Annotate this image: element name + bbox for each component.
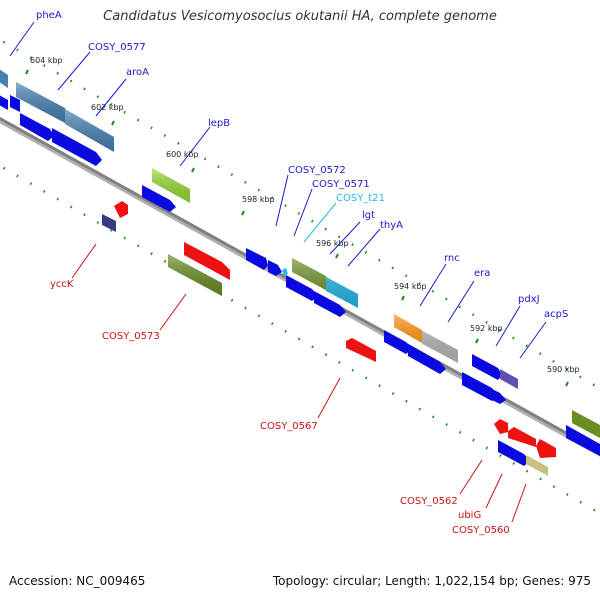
tick-label: 592 kbp: [470, 324, 503, 333]
cds-forward-arrow[interactable]: [408, 344, 446, 374]
label-connector: [179, 126, 211, 167]
cds-forward-arrow[interactable]: [246, 248, 268, 270]
label-connector: [519, 321, 547, 359]
tick-mark: [191, 167, 195, 173]
genome-summary-text: Topology: circular; Length: 1,022,154 bp…: [272, 574, 591, 588]
gene-label[interactable]: COSY_t21: [336, 193, 385, 204]
cds-forward-arrow[interactable]: [384, 330, 412, 354]
gene-feature[interactable]: [572, 410, 600, 438]
tick-label: 590 kbp: [547, 365, 580, 374]
label-connector: [495, 305, 521, 347]
label-connector: [447, 280, 475, 323]
cds-reverse-arrow[interactable]: [508, 427, 536, 447]
gene-feature[interactable]: [65, 109, 114, 152]
label-connector: [159, 293, 187, 331]
label-connector: [329, 221, 361, 255]
label-connector: [485, 473, 503, 509]
label-connector: [303, 202, 337, 243]
gene-feature[interactable]: [0, 63, 8, 88]
label-connector: [459, 459, 483, 495]
tick-mark: [475, 338, 479, 344]
gene-feature[interactable]: [292, 258, 358, 308]
gene-feature[interactable]: [500, 369, 518, 389]
tick-label: 598 kbp: [242, 195, 275, 204]
label-connector: [71, 243, 97, 279]
label-connector: [293, 188, 313, 237]
cds-forward-arrow[interactable]: [142, 185, 176, 212]
label-connector: [419, 263, 447, 307]
gene-label[interactable]: lgt: [362, 210, 375, 221]
gene-label[interactable]: thyA: [380, 220, 403, 231]
gene-label[interactable]: COSY_0562: [400, 496, 458, 507]
gene-label[interactable]: COSY_0577: [88, 42, 146, 53]
cds-reverse-arrow[interactable]: [346, 338, 376, 362]
label-connector: [95, 78, 127, 117]
cds-reverse-arrow[interactable]: [114, 201, 128, 218]
cds-forward-arrow[interactable]: [492, 389, 506, 404]
gene-label[interactable]: COSY_0571: [312, 179, 370, 190]
tick-mark: [111, 120, 115, 126]
cds-forward-arrow[interactable]: [20, 113, 54, 141]
tick-mark: [25, 69, 29, 75]
map-title: Candidatus Vesicomyosocius okutanii HA, …: [103, 9, 497, 24]
label-connector: [511, 483, 527, 523]
cds-forward-arrow[interactable]: [498, 440, 530, 466]
cds-reverse-arrow[interactable]: [184, 242, 230, 280]
label-connector: [275, 174, 289, 227]
tick-mark: [401, 295, 405, 301]
cds-forward-arrow[interactable]: [268, 260, 282, 276]
gene-feature[interactable]: [282, 268, 288, 276]
cds-forward-arrow[interactable]: [462, 372, 498, 401]
gene-label[interactable]: acpS: [544, 309, 568, 320]
tick-group: 604 kbp 602 kbp 600 kbp 598 kbp 596 kbp …: [25, 56, 580, 387]
gene-label[interactable]: COSY_0560: [452, 525, 510, 536]
gene-feature[interactable]: [0, 90, 8, 110]
tick-label: 596 kbp: [316, 239, 349, 248]
connector-group: [71, 243, 527, 523]
connector-group: [9, 21, 547, 359]
gene-feature[interactable]: [16, 82, 65, 123]
cds-reverse-arrow[interactable]: [536, 439, 556, 458]
gene-feature[interactable]: [10, 95, 20, 112]
gene-label[interactable]: pheA: [36, 10, 62, 21]
feature-group: [0, 63, 600, 476]
gene-label[interactable]: COSY_0567: [260, 421, 318, 432]
gene-label[interactable]: aroA: [126, 67, 149, 78]
cds-forward-arrow[interactable]: [52, 128, 102, 166]
tick-label: 602 kbp: [91, 103, 124, 112]
tick-label: 594 kbp: [394, 282, 427, 291]
cds-reverse-arrow[interactable]: [494, 419, 508, 434]
gene-feature[interactable]: [168, 254, 222, 296]
ruler-line-upper: [0, 38, 600, 390]
gene-label[interactable]: pdxJ: [518, 294, 540, 305]
gene-label[interactable]: rnc: [444, 253, 460, 264]
cds-forward-arrow[interactable]: [286, 275, 318, 301]
ruler-line-lower: [0, 164, 600, 515]
tick-mark: [565, 381, 569, 387]
cds-forward-arrow[interactable]: [314, 291, 346, 317]
tick-label: 604 kbp: [30, 56, 63, 65]
gene-labels: pheA COSY_0577 aroA lepB COSY_0572 COSY_…: [36, 10, 568, 536]
cds-forward-arrow[interactable]: [472, 354, 502, 380]
gene-feature[interactable]: [394, 314, 458, 363]
gene-feature[interactable]: [526, 455, 548, 476]
gene-label[interactable]: COSY_0573: [102, 331, 160, 342]
gene-feature[interactable]: [102, 214, 116, 232]
gene-feature[interactable]: [152, 168, 190, 203]
tick-mark: [335, 253, 339, 259]
gene-label[interactable]: era: [474, 268, 490, 279]
label-connector: [9, 21, 35, 57]
label-connector: [57, 51, 91, 91]
label-connector: [347, 228, 381, 267]
tick-mark: [241, 210, 245, 216]
label-connector: [317, 377, 341, 419]
gene-label[interactable]: lepB: [208, 118, 230, 129]
cds-forward-arrow[interactable]: [566, 425, 600, 456]
tick-label: 600 kbp: [166, 150, 199, 159]
gene-label[interactable]: ubiG: [458, 510, 481, 521]
gene-label[interactable]: yccK: [50, 279, 74, 290]
accession-text: Accession: NC_009465: [9, 574, 146, 588]
gene-label[interactable]: COSY_0572: [288, 165, 346, 176]
